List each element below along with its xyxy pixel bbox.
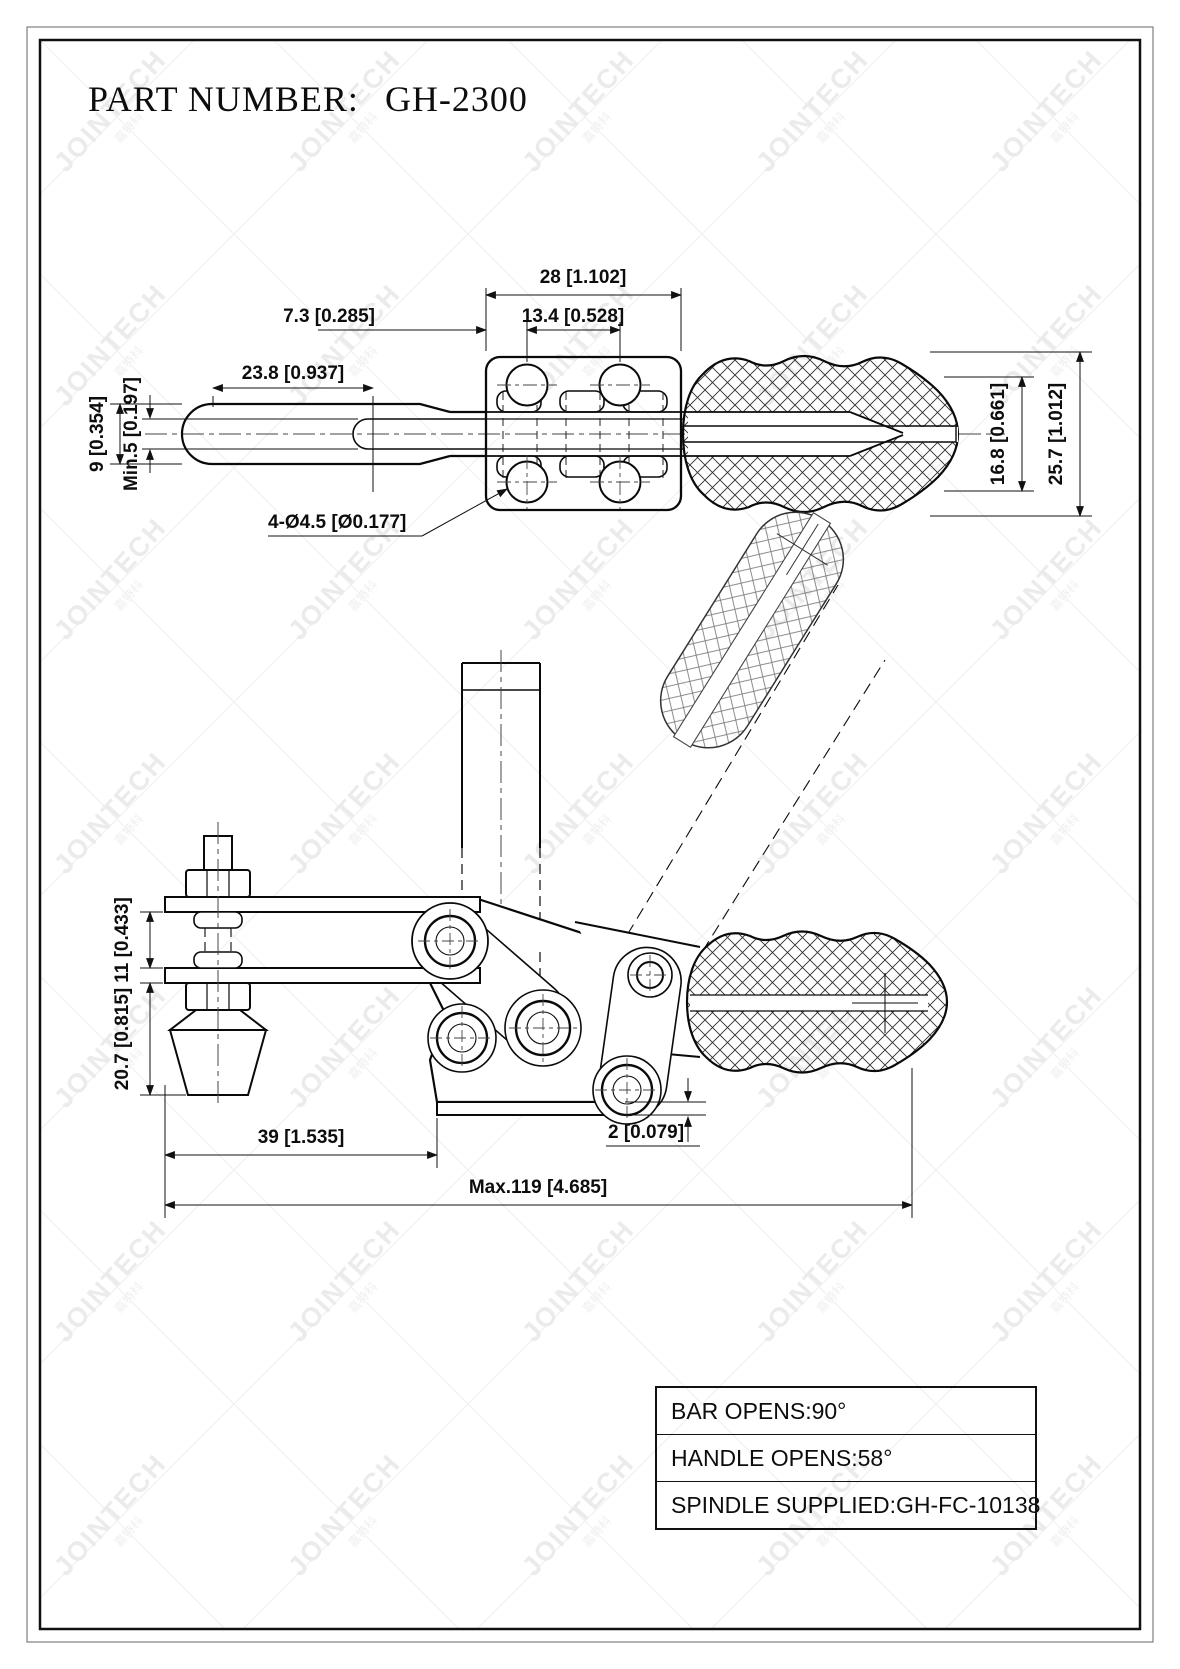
dim-slot-width: Min.5 [0.197]: [121, 377, 142, 491]
outer-border-frame: [26, 26, 1154, 1643]
top-view-drawing: [145, 354, 1005, 514]
top-view-dimension-labels: 28 [1.102] 7.3 [0.285] 13.4 [0.528] 23.8…: [87, 267, 1067, 533]
spec-row-bar-opens: BAR OPENS:90°: [671, 1398, 847, 1424]
spec-table: BAR OPENS:90° HANDLE OPENS:58° SPINDLE S…: [655, 1386, 1040, 1530]
mounting-plate-top-view: [484, 355, 683, 512]
mounting-holes: [497, 363, 650, 509]
part-number-value: GH-2300: [384, 79, 528, 119]
dim-base-offset: 39 [1.535]: [258, 1127, 345, 1148]
front-view-drawing: [164, 511, 949, 1125]
spindle-assembly: [167, 822, 269, 1106]
dim-slot-length: 23.8 [0.937]: [242, 363, 344, 384]
dim-flange-thickness: 2 [0.079]: [608, 1122, 684, 1143]
dim-grip-overall: 25.7 [1.012]: [1046, 383, 1067, 485]
clamp-arm-top-plate: [164, 896, 481, 913]
part-number-label: PART NUMBER:: [88, 79, 359, 119]
dim-plate-width: 28 [1.102]: [540, 267, 627, 288]
dim-bar-width: 9 [0.354]: [87, 396, 108, 472]
spec-row-handle-opens: HANDLE OPENS:58°: [657, 1434, 1035, 1481]
front-view-dimensions: [140, 910, 914, 1218]
jointech-watermark-pattern: [41, 41, 1139, 1628]
top-view-dimensions: [110, 288, 1092, 537]
dim-hole-callout: 4-Ø4.5 [Ø0.177]: [268, 512, 406, 533]
clamp-arm-bottom-plate: [164, 967, 481, 984]
dim-overall-length: Max.119 [4.685]: [469, 1177, 607, 1198]
spec-row-spindle-supplied: SPINDLE SUPPLIED:GH-FC-10138: [657, 1481, 1040, 1528]
dim-spindle-drop: 20.7 [0.815]: [112, 988, 133, 1090]
dim-arm-gap: 11 [0.433]: [112, 897, 133, 983]
front-view-dimension-labels: 11 [0.433] 20.7 [0.815] 2 [0.079] 39 [1.…: [112, 897, 684, 1198]
pivot-bolts: [418, 909, 673, 1125]
dim-grip-width: 16.8 [0.661]: [988, 383, 1009, 485]
handle-open-position: [587, 511, 886, 1033]
dim-edge-to-hole: 7.3 [0.285]: [283, 306, 375, 327]
dim-hole-spacing: 13.4 [0.528]: [522, 306, 624, 327]
inner-border-frame: [38, 38, 1142, 1631]
page-title: PART NUMBER: GH-2300: [88, 78, 528, 120]
plunger-bar: [461, 650, 541, 1008]
